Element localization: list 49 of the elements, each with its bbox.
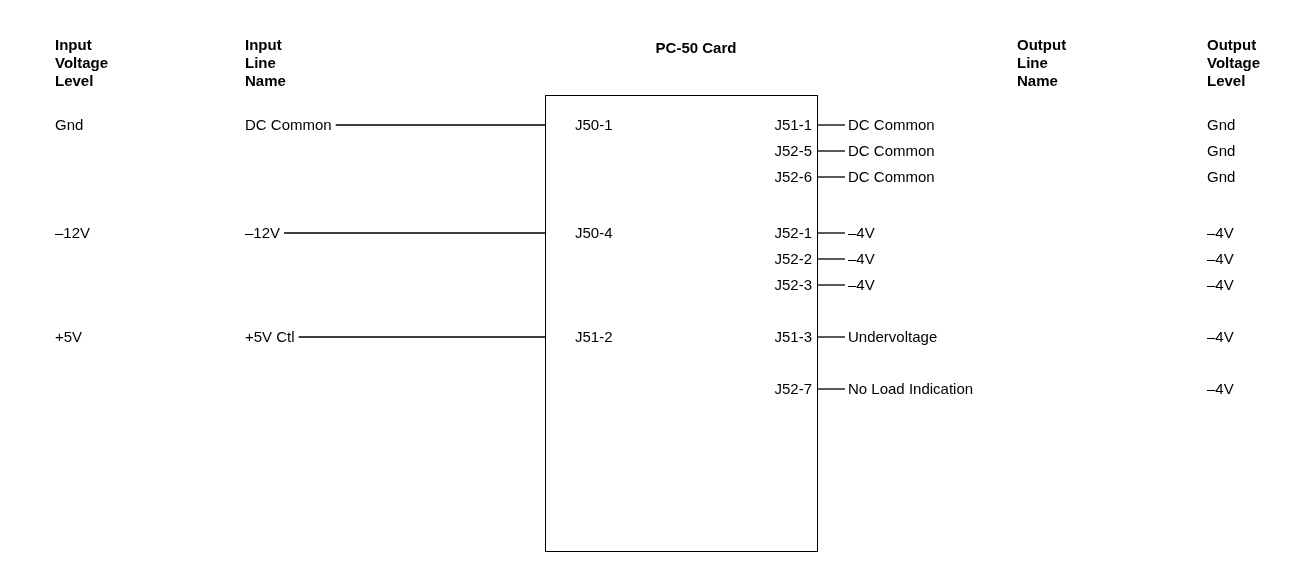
pin-label: J52-7	[774, 380, 812, 398]
line-name: +5V Ctl	[245, 328, 295, 346]
voltage-label: +5V	[55, 328, 83, 346]
pin-label: J50-1	[575, 116, 613, 134]
voltage-label: –12V	[55, 224, 91, 242]
column-header: Output Line Name	[1017, 36, 1068, 90]
line-name: DC Common	[848, 168, 935, 186]
column-header: Output Voltage Level	[1207, 36, 1262, 90]
voltage-label: –4V	[1207, 380, 1234, 398]
pin-label: J52-2	[774, 250, 812, 268]
voltage-label: Gnd	[1207, 142, 1236, 160]
connector-line	[817, 336, 846, 338]
line-name: DC Common	[848, 116, 935, 134]
connector-line	[817, 258, 846, 260]
pin-label: J51-2	[575, 328, 613, 346]
connector-line	[335, 124, 546, 126]
line-name: –4V	[848, 224, 875, 242]
pin-label: J52-1	[774, 224, 812, 242]
pin-label: J51-3	[774, 328, 812, 346]
connector-line	[283, 232, 546, 234]
connector-line	[817, 176, 846, 178]
line-name: –12V	[245, 224, 281, 242]
pin-label: J51-1	[774, 116, 812, 134]
pin-label: J50-4	[575, 224, 613, 242]
voltage-label: Gnd	[1207, 168, 1236, 186]
line-name: DC Common	[848, 142, 935, 160]
connector-line	[817, 232, 846, 234]
line-name: Undervoltage	[848, 328, 938, 346]
column-header: Input Line Name	[245, 36, 287, 90]
connector-line	[297, 336, 546, 338]
connector-line	[817, 150, 846, 152]
card-title: PC-50 Card	[654, 38, 738, 58]
connector-line	[817, 284, 846, 286]
voltage-label: –4V	[1207, 224, 1234, 242]
line-name: –4V	[848, 250, 875, 268]
pin-label: J52-6	[774, 168, 812, 186]
column-header: Input Voltage Level	[55, 36, 110, 90]
connector-line	[817, 124, 846, 126]
pin-label: J52-3	[774, 276, 812, 294]
connector-line	[817, 388, 846, 390]
voltage-label: –4V	[1207, 276, 1234, 294]
line-name: –4V	[848, 276, 875, 294]
voltage-label: Gnd	[1207, 116, 1236, 134]
voltage-label: Gnd	[55, 116, 84, 134]
line-name: DC Common	[245, 116, 332, 134]
voltage-label: –4V	[1207, 328, 1234, 346]
voltage-label: –4V	[1207, 250, 1234, 268]
pin-label: J52-5	[774, 142, 812, 160]
line-name: No Load Indication	[848, 380, 974, 398]
